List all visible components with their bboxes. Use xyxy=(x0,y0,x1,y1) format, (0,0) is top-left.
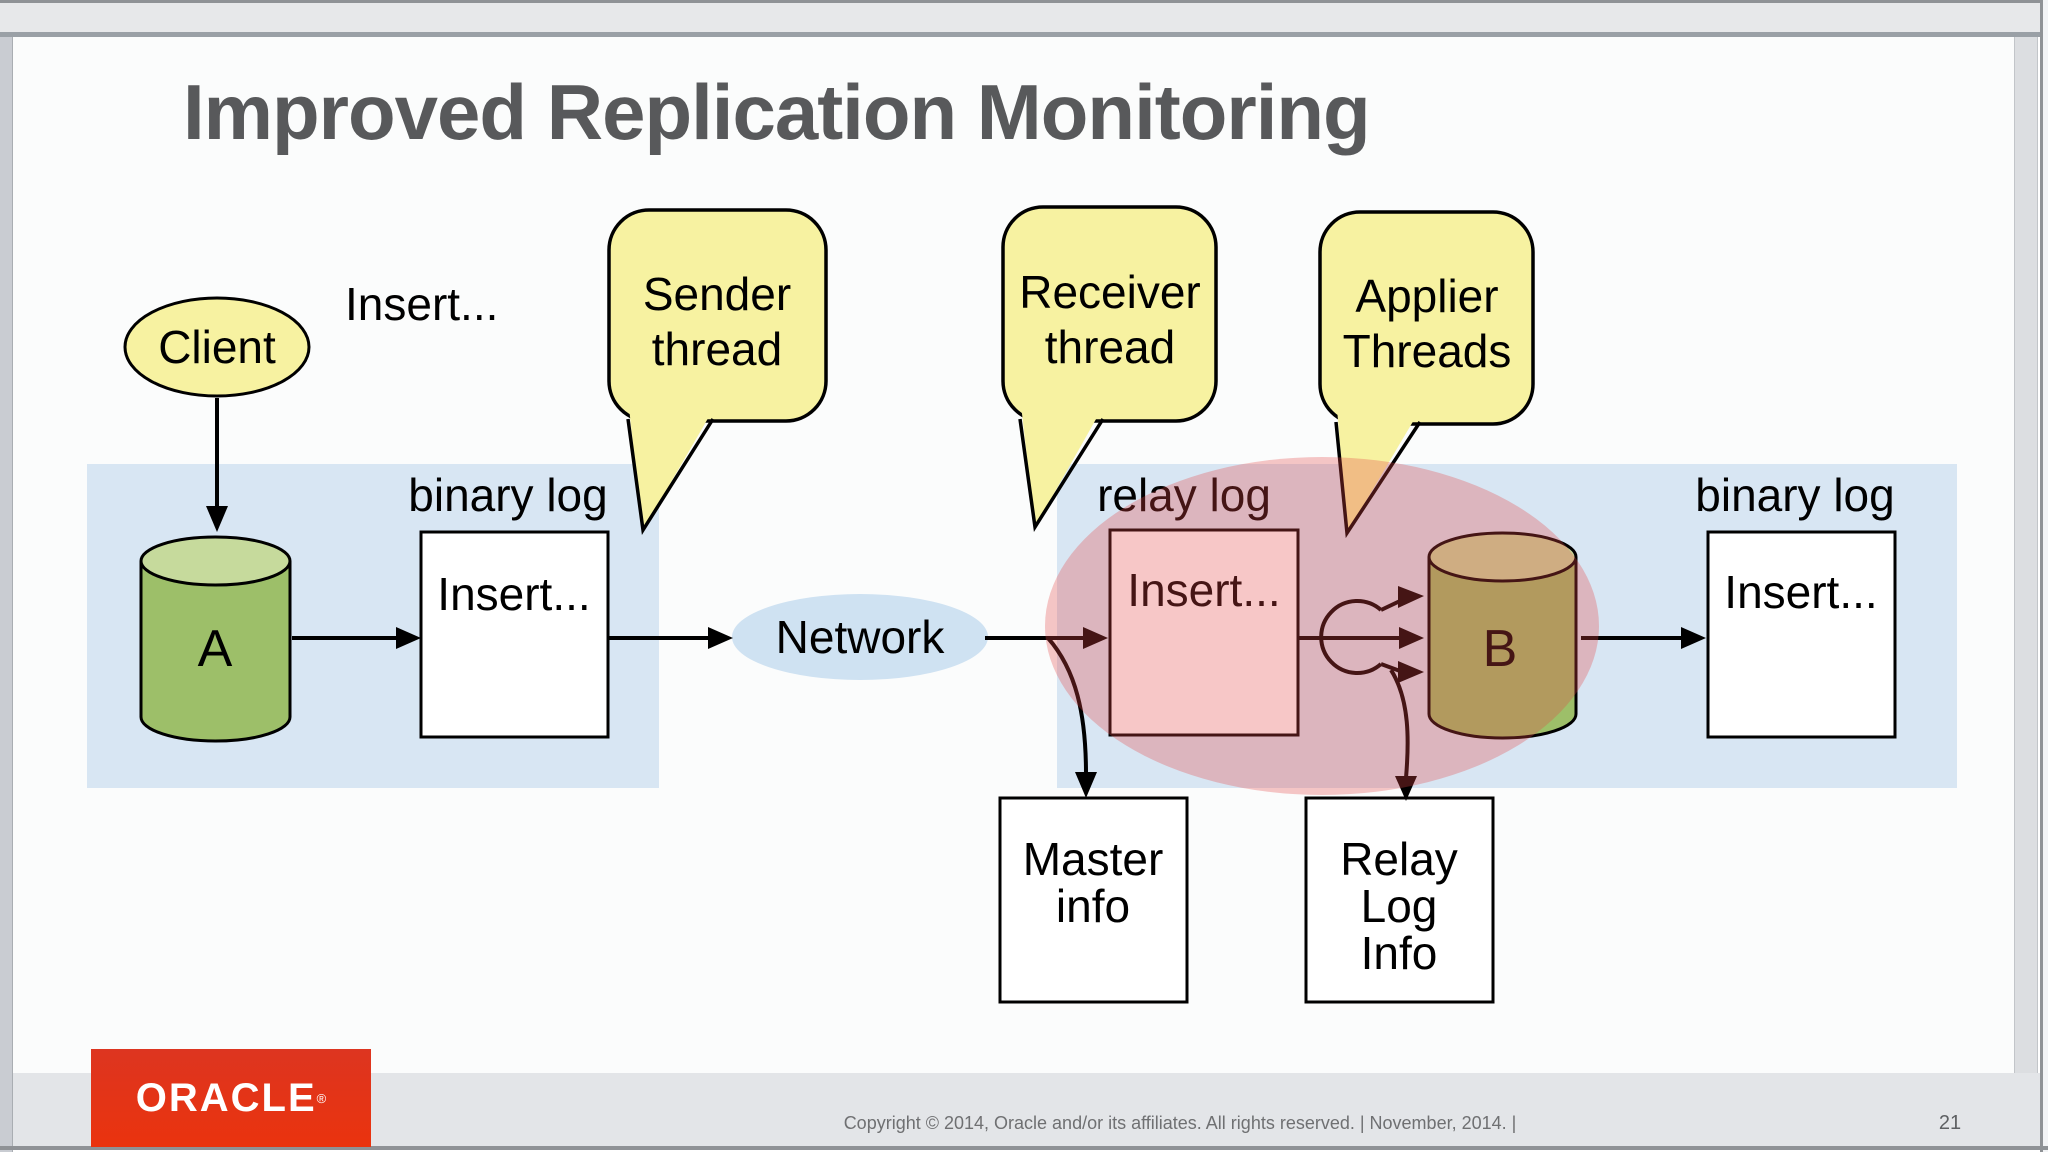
receiver-callout-line1: Receiver xyxy=(1019,266,1201,318)
applier-callout-line2: Threads xyxy=(1343,325,1512,377)
oracle-logo: ORACLE® xyxy=(91,1049,371,1147)
relay-log-text: Insert... xyxy=(1127,564,1280,616)
network-ellipse xyxy=(732,594,988,680)
window-bottom-border xyxy=(0,1146,2048,1150)
sender-callout-line2: thread xyxy=(652,323,782,375)
slide-title: Improved Replication Monitoring xyxy=(183,68,1371,156)
server-b-label: B xyxy=(1483,620,1518,678)
network-label: Network xyxy=(776,611,946,663)
arrow-b-to-binlog xyxy=(1581,627,1706,649)
server-a-label: A xyxy=(198,620,233,678)
window-right-gutter xyxy=(2043,0,2048,1152)
binlog-left-box: Insert... xyxy=(419,530,610,739)
applier-threads-callout: Applier Threads xyxy=(1318,210,1535,539)
arrows xyxy=(206,398,1706,801)
vertical-scrollbar[interactable] xyxy=(2014,37,2038,1146)
server-b-cylinder: B xyxy=(1427,531,1578,740)
binary-log-right-label: binary log xyxy=(1695,469,1894,521)
arrow-to-master-info xyxy=(1046,636,1097,798)
relay-log-info-box: Relay Log Info xyxy=(1304,796,1495,1004)
arrow-a-to-binlog xyxy=(292,627,421,649)
arrow-to-relay-log-info xyxy=(1389,668,1417,801)
applier-callout-tail xyxy=(1337,408,1421,533)
arrow-client-to-a xyxy=(206,398,228,532)
server-a-cylinder: A xyxy=(139,535,292,743)
relay-log-info-line2: Log xyxy=(1361,880,1438,932)
applier-threads-loop xyxy=(1319,586,1424,683)
client-ellipse xyxy=(123,296,311,398)
registered-trademark-icon: ® xyxy=(316,1090,327,1106)
client-label: Client xyxy=(158,321,276,373)
binlog-left-text: Insert... xyxy=(437,568,590,620)
binlog-right-text: Insert... xyxy=(1724,566,1877,618)
oracle-wordmark: ORACLE xyxy=(135,1075,317,1120)
insert-statement-label: Insert... xyxy=(345,278,498,330)
receiver-callout-line2: thread xyxy=(1045,321,1175,373)
applier-callout-line1: Applier xyxy=(1355,270,1498,322)
master-info-line1: Master xyxy=(1023,833,1164,885)
master-info-line2: info xyxy=(1056,880,1130,932)
toolbar-separator xyxy=(0,32,2048,37)
arrow-network-to-relaylog xyxy=(985,627,1108,649)
relay-log-box: Insert... xyxy=(1108,528,1300,737)
page-number: 21 xyxy=(1938,1112,1962,1134)
network-node: Network xyxy=(732,594,988,680)
sender-callout-line1: Sender xyxy=(643,268,791,320)
relay-log-info-line1: Relay xyxy=(1340,833,1458,885)
arrow-relaylog-to-b xyxy=(1298,627,1424,649)
binlog-right-box: Insert... xyxy=(1706,530,1897,739)
sender-thread-callout: Sender thread xyxy=(607,208,828,536)
master-info-box: Master info xyxy=(998,796,1189,1004)
applier-highlight-overlay xyxy=(1045,457,1599,795)
arrow-binlog-to-network xyxy=(609,627,733,649)
receiver-thread-callout: Receiver thread xyxy=(1001,205,1218,532)
receiver-callout-tail xyxy=(1021,405,1104,527)
relay-log-info-line3: Info xyxy=(1361,927,1438,979)
window-left-border xyxy=(0,37,13,1152)
client-node: Client xyxy=(123,296,311,398)
relay-log-label: relay log xyxy=(1097,469,1271,521)
copyright-text: Copyright © 2014, Oracle and/or its affi… xyxy=(843,1113,1517,1133)
binary-log-left-label: binary log xyxy=(408,469,607,521)
window-toolbar xyxy=(0,0,2048,35)
window-right-border xyxy=(2040,0,2043,1152)
